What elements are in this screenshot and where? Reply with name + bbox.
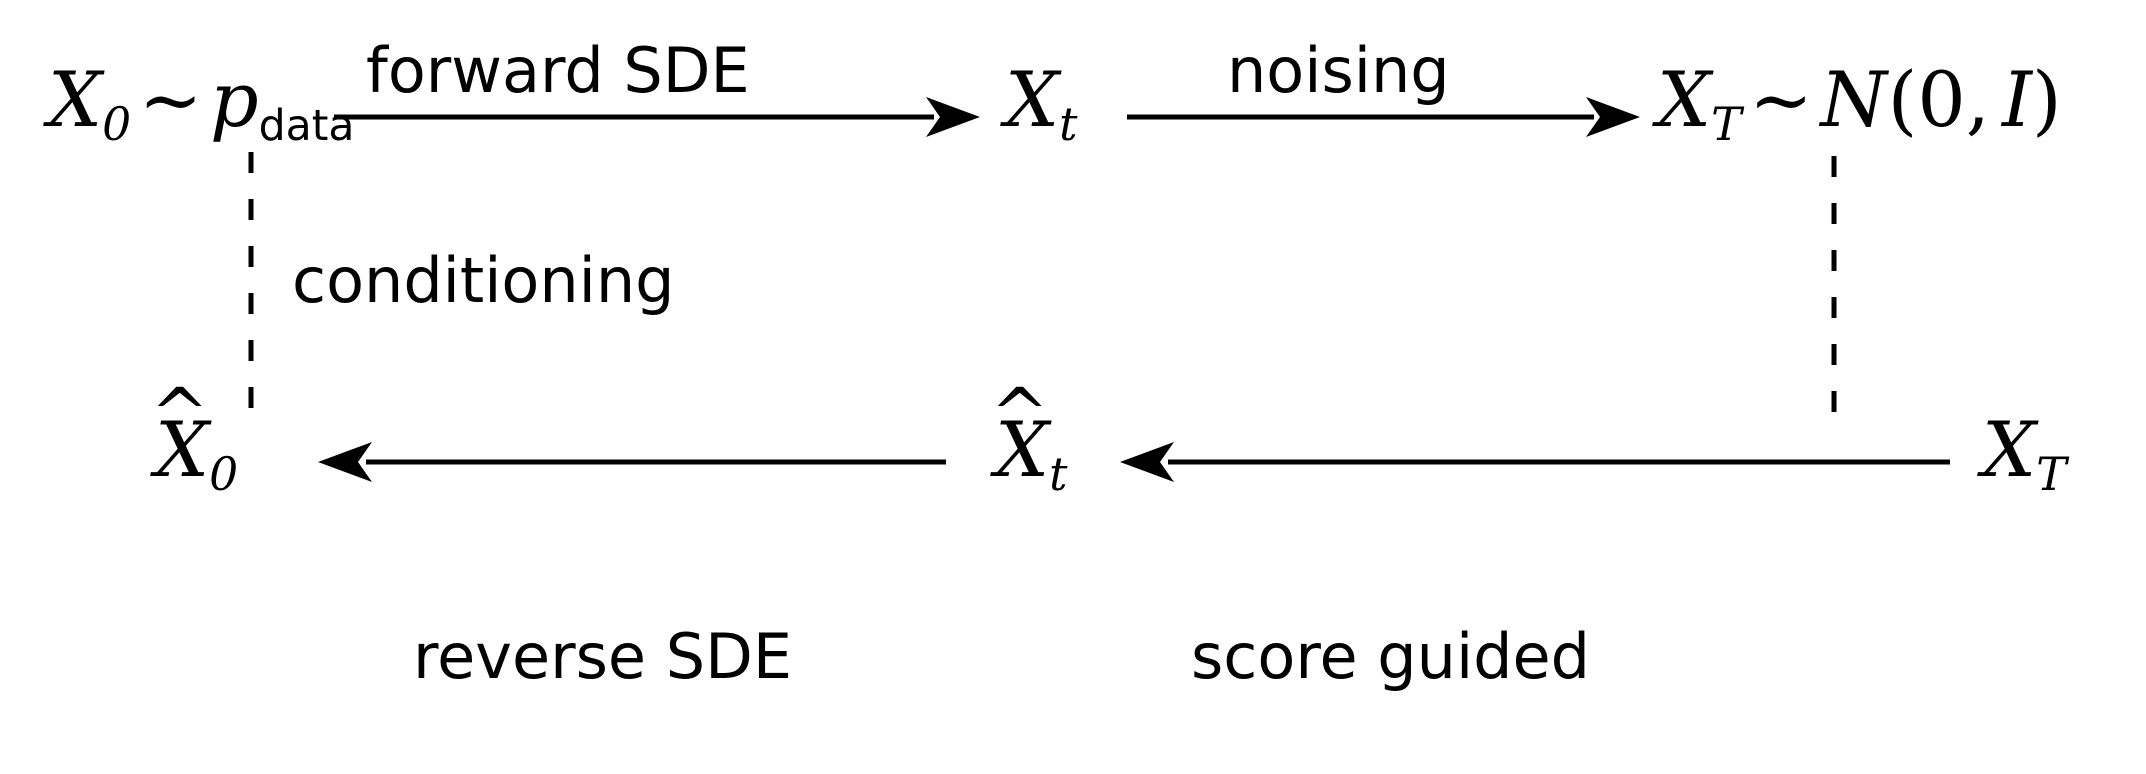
node-xhat-t-symbol: X: [995, 405, 1050, 494]
node-xhat-t: ^Xt: [990, 379, 1067, 497]
node-xhat-t-subscript: t: [1049, 447, 1068, 501]
node-xt-subscript: t: [1059, 97, 1078, 151]
edge-label-score-guided: score guided: [1191, 620, 1591, 693]
node-x0-subscript: 0: [102, 97, 132, 151]
node-pdata-symbol: p: [210, 55, 259, 144]
hat-accent-xhat-t: ^: [990, 373, 1049, 455]
edge-label-reverse-sde: reverse SDE: [413, 620, 793, 693]
edge-label-noising: noising: [1227, 34, 1450, 107]
gaussian-symbol: N: [1820, 55, 1888, 144]
arrow-score-guided: [1120, 442, 1950, 482]
node-xhat-t-symbol-wrap: ^X: [990, 379, 1049, 488]
gaussian-close-paren: ): [2032, 55, 2062, 144]
node-xT-bottom-subscript: T: [2036, 447, 2067, 501]
relation-tilde-top-right: ~: [1749, 55, 1813, 144]
node-x0-symbol: X: [48, 55, 103, 144]
edge-label-conditioning: conditioning: [292, 244, 675, 317]
node-xhat0-symbol-wrap: ^X: [150, 379, 209, 488]
node-xhat0-subscript: 0: [209, 447, 239, 501]
arrow-reverse-sde: [318, 442, 946, 482]
dashed-line-conditioning: [247, 152, 255, 418]
arrow-forward-sde: [334, 97, 980, 137]
node-xhat0: ^X0: [150, 379, 238, 497]
node-xT-subscript: T: [1711, 97, 1742, 151]
dashed-line-right-link: [1830, 156, 1838, 424]
node-xT-bottom-symbol: X: [1982, 405, 2037, 494]
node-xT-symbol: X: [1657, 55, 1712, 144]
node-xt-symbol: X: [1005, 55, 1060, 144]
gaussian-covariance: I: [2002, 55, 2033, 144]
hat-accent-xhat0: ^: [150, 373, 209, 455]
node-pdata-subscript: data: [258, 100, 355, 151]
arrow-noising: [1127, 97, 1640, 137]
node-xhat0-symbol: X: [155, 405, 210, 494]
node-xT-bottom: XT: [1982, 412, 2067, 497]
node-xT-gaussian: XT~N(0,I): [1657, 62, 2062, 147]
edge-label-forward-sde: forward SDE: [366, 34, 750, 107]
node-xt: Xt: [1005, 62, 1077, 147]
node-x0-data: X0~pdata: [48, 62, 355, 147]
gaussian-comma: ,: [1965, 55, 1990, 144]
gaussian-mean: 0: [1917, 55, 1966, 144]
relation-tilde-top-left: ~: [138, 55, 203, 144]
gaussian-open-paren: (: [1887, 55, 1918, 144]
